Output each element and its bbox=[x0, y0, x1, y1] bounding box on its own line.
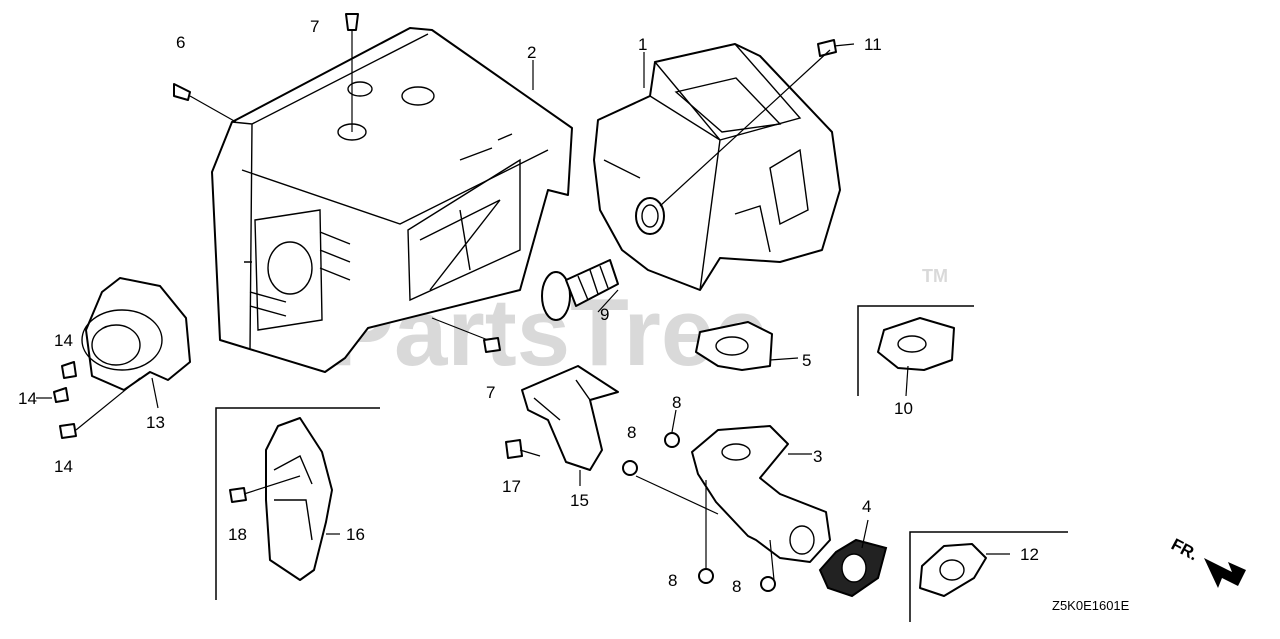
watermark-tm: TM bbox=[922, 266, 948, 286]
part-stay[interactable] bbox=[521, 365, 619, 471]
part-muffler-protector[interactable] bbox=[211, 27, 573, 373]
callout-8d[interactable]: 8 bbox=[732, 577, 741, 596]
frame-heat-shield bbox=[215, 407, 380, 600]
part-exhaust-cover[interactable] bbox=[81, 277, 191, 391]
part-gasket-4[interactable] bbox=[818, 538, 888, 598]
bolt-14c bbox=[59, 423, 77, 439]
bolt-17 bbox=[505, 439, 523, 459]
callout-1[interactable]: 1 bbox=[638, 35, 647, 54]
part-spark-arrester[interactable] bbox=[541, 259, 619, 321]
callout-17[interactable]: 17 bbox=[502, 477, 521, 496]
callout-14b[interactable]: 14 bbox=[18, 389, 37, 408]
callout-2[interactable]: 2 bbox=[527, 43, 536, 62]
callout-11[interactable]: 11 bbox=[864, 35, 882, 54]
callout-15[interactable]: 15 bbox=[570, 491, 589, 510]
callout-8c[interactable]: 8 bbox=[668, 571, 677, 590]
callout-3[interactable]: 3 bbox=[813, 447, 822, 466]
bolt-6 bbox=[173, 83, 191, 101]
direction-indicator: FR. bbox=[1168, 535, 1246, 588]
frame-gasket-12 bbox=[909, 531, 1068, 622]
part-gasket-10[interactable] bbox=[877, 317, 955, 371]
callout-8b[interactable]: 8 bbox=[627, 423, 636, 442]
part-muffler[interactable] bbox=[593, 43, 841, 291]
bolt-11 bbox=[817, 39, 837, 57]
callout-10[interactable]: 10 bbox=[894, 399, 913, 418]
callout-14c[interactable]: 14 bbox=[54, 457, 73, 476]
callout-5[interactable]: 5 bbox=[802, 351, 811, 370]
callout-12[interactable]: 12 bbox=[1020, 545, 1039, 564]
frame-gasket-10 bbox=[857, 305, 974, 396]
direction-text: FR. bbox=[1168, 535, 1201, 565]
nut-8a bbox=[664, 432, 680, 448]
callout-7a[interactable]: 7 bbox=[310, 17, 319, 36]
callout-14a[interactable]: 14 bbox=[54, 331, 73, 350]
bolt-14a bbox=[61, 361, 77, 379]
callout-4[interactable]: 4 bbox=[862, 497, 871, 516]
part-heat-shield[interactable] bbox=[265, 417, 333, 581]
section-frames bbox=[215, 305, 1068, 622]
bolt-7a bbox=[345, 13, 359, 31]
callout-18[interactable]: 18 bbox=[228, 525, 247, 544]
bolt-14b bbox=[53, 387, 69, 403]
callout-6[interactable]: 6 bbox=[176, 33, 185, 52]
callout-9[interactable]: 9 bbox=[600, 305, 609, 324]
callout-16[interactable]: 16 bbox=[346, 525, 365, 544]
nut-8d bbox=[760, 576, 776, 592]
callout-8a[interactable]: 8 bbox=[672, 393, 681, 412]
diagram-code: Z5K0E1601E bbox=[1052, 598, 1130, 613]
arrow-icon bbox=[1204, 558, 1246, 588]
callouts: 1 2 3 4 5 6 7 7 8 8 8 8 9 10 11 12 13 14… bbox=[18, 17, 1039, 596]
bolt-7b bbox=[483, 337, 501, 353]
bolt-18 bbox=[229, 487, 247, 503]
nut-8c bbox=[698, 568, 714, 584]
part-exhaust-pipe[interactable] bbox=[691, 425, 831, 563]
part-gasket-5[interactable] bbox=[695, 321, 773, 371]
fasteners bbox=[53, 13, 837, 592]
nut-8b bbox=[622, 460, 638, 476]
callout-13[interactable]: 13 bbox=[146, 413, 165, 432]
leader-lines bbox=[75, 30, 1010, 581]
callout-7b[interactable]: 7 bbox=[486, 383, 495, 402]
part-gasket-12[interactable] bbox=[919, 543, 987, 597]
